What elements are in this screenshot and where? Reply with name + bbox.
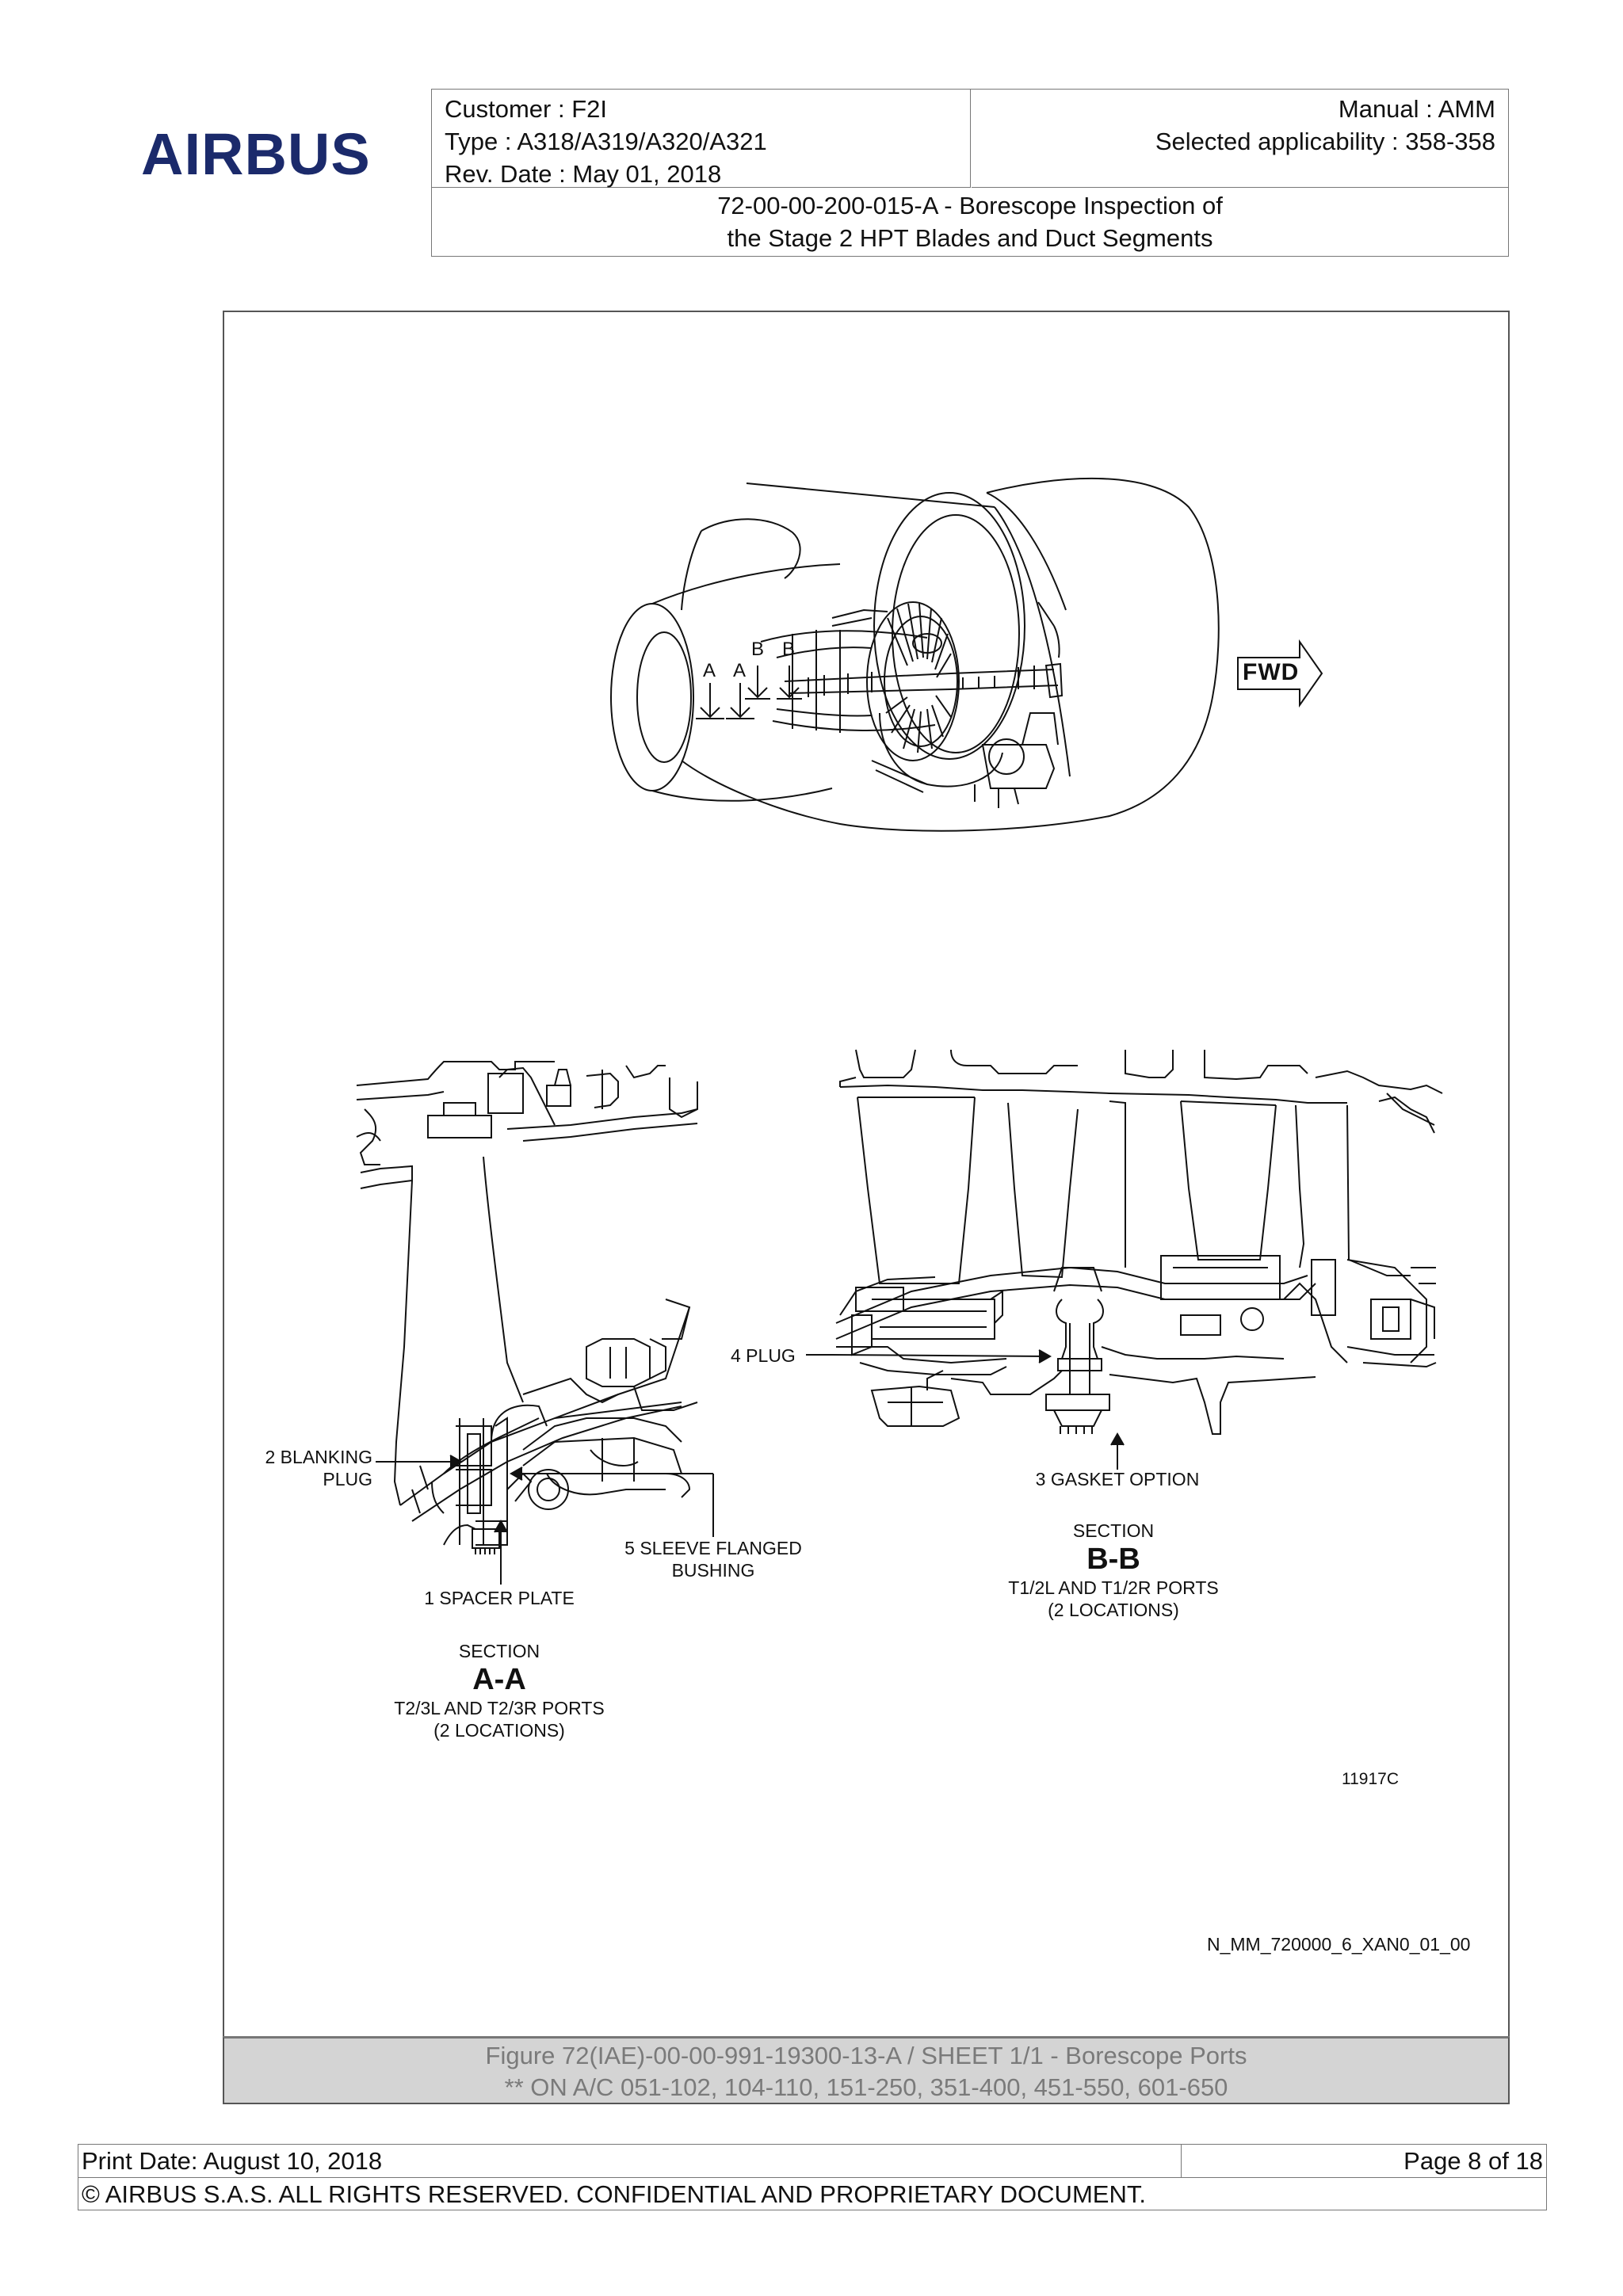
airbus-logo: AIRBUS [141,121,371,187]
section-bb-id: B-B [1086,1543,1140,1576]
section-aa-ports: T2/3L AND T2/3R PORTS [394,1698,605,1718]
caption-line2: ** ON A/C 051-102, 104-110, 151-250, 351… [504,2073,1228,2101]
caption-line1: Figure 72(IAE)-00-00-991-19300-13-A / SH… [485,2042,1247,2069]
section-aa-title: SECTION A-A T2/3L AND T2/3R PORTS (2 LOC… [365,1640,634,1741]
header-info-cell: Customer : F2I Type : A318/A319/A320/A32… [432,90,971,188]
applicability-text: Selected applicability : 358-358 [1155,128,1495,155]
section-bb-word: SECTION [1072,1520,1155,1541]
section-a-marker: A [733,660,747,681]
fwd-label: FWD [1243,659,1300,685]
header-table: Customer : F2I Type : A318/A319/A320/A32… [431,89,1509,257]
section-bb-locations: (2 LOCATIONS) [1048,1600,1179,1620]
spacer-plate-callout: 1 SPACER PLATE [424,1588,575,1608]
customer-text: Customer : F2I [445,95,607,123]
drawing-number: 11917C [1342,1770,1400,1788]
aircraft-type-text: Type : A318/A319/A320/A321 [445,128,767,155]
blanking-plug-line2: PLUG [323,1469,372,1489]
section-a-marker: A [703,660,716,681]
revision-date-text: Rev. Date : May 01, 2018 [445,160,722,188]
section-aa-word: SECTION [458,1641,540,1661]
manual-text: Manual : AMM [1338,95,1495,123]
task-title: 72-00-00-200-015-A - Borescope Inspectio… [432,189,1508,254]
task-title-line2: the Stage 2 HPT Blades and Duct Segments [727,224,1213,252]
sleeve-line2: BUSHING [671,1560,755,1581]
section-aa-id: A-A [472,1663,526,1696]
blanking-plug-line1: 2 BLANKING [265,1447,373,1467]
sleeve-flanged-bushing-callout: 5 SLEEVE FLANGED BUSHING [602,1537,824,1581]
footer-row: Print Date: August 10, 2018 Page 8 of 18 [78,2145,1546,2178]
section-b-marker: B [751,639,765,660]
section-bb-ports: T1/2L AND T1/2R PORTS [1008,1577,1219,1598]
engine-isometric-view [611,479,1322,831]
gasket-option-callout: 3 GASKET OPTION [1035,1469,1200,1489]
copyright-notice: © AIRBUS S.A.S. ALL RIGHTS RESERVED. CON… [82,2180,1146,2208]
section-bb-drawing [806,1050,1442,1470]
file-id: N_MM_720000_6_XAN0_01_00 [1207,1934,1471,1955]
section-bb-title: SECTION B-B T1/2L AND T1/2R PORTS (2 LOC… [979,1520,1248,1621]
blanking-plug-callout: 2 BLANKING PLUG [238,1446,373,1490]
sleeve-line1: 5 SLEEVE FLANGED [624,1538,802,1558]
page-number: Page 8 of 18 [1403,2147,1543,2175]
figure-caption: Figure 72(IAE)-00-00-991-19300-13-A / SH… [223,2036,1510,2104]
section-b-marker: B [782,639,796,660]
plug-callout: 4 PLUG [731,1345,796,1366]
task-title-line1: 72-00-00-200-015-A - Borescope Inspectio… [717,192,1223,219]
footer-table: Print Date: August 10, 2018 Page 8 of 18… [78,2144,1547,2210]
print-date: Print Date: August 10, 2018 [78,2145,1182,2177]
section-aa-locations: (2 LOCATIONS) [433,1720,565,1741]
header-manual-cell: Manual : AMM Selected applicability : 35… [972,90,1508,188]
section-aa-drawing [357,1062,713,1585]
